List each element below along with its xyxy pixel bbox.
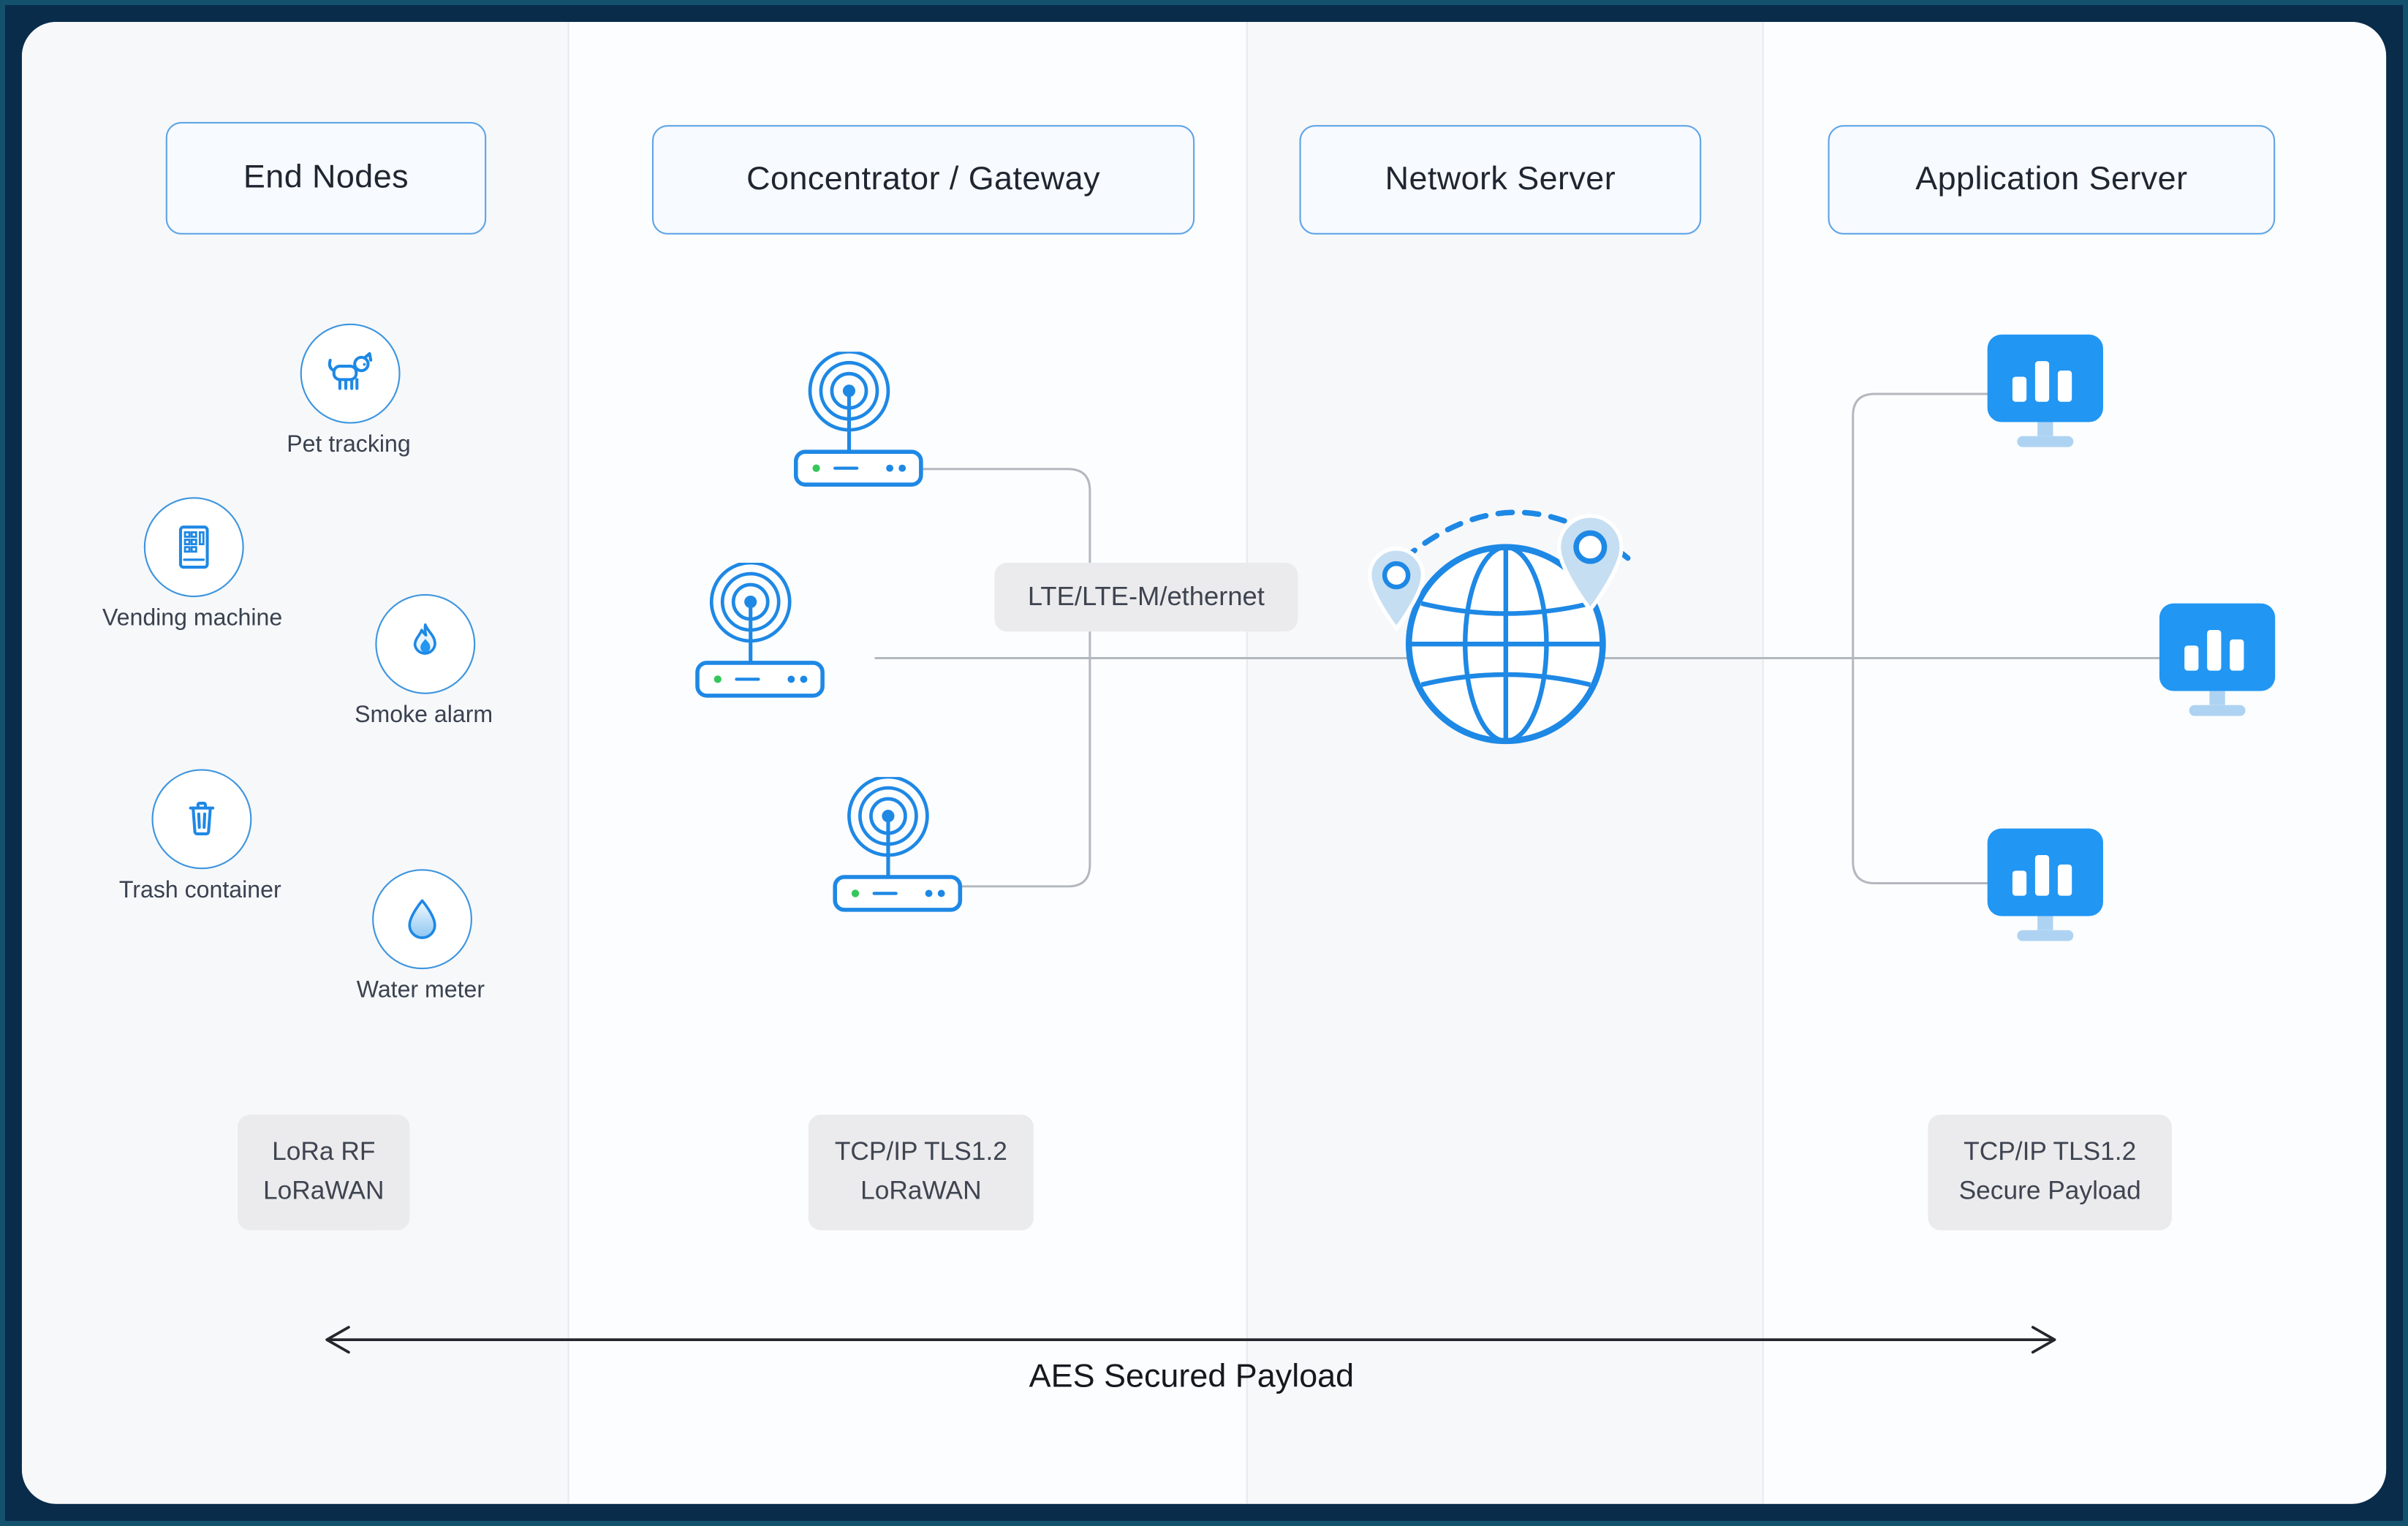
- column-header-end-nodes: End Nodes: [165, 121, 487, 235]
- end-node-label: Trash container: [118, 876, 281, 904]
- end-node-smoke-alarm: [375, 593, 476, 694]
- monitor-bar-chart-icon: [1987, 334, 2103, 447]
- monitor-bar-chart-icon: [1987, 828, 2103, 941]
- column-title: Application Server: [1915, 161, 2188, 197]
- wifi-router-icon: [833, 777, 963, 912]
- protocol-box-gateway: TCP/IP TLS1.2 LoRaWAN: [808, 1115, 1034, 1231]
- flame-icon: [413, 623, 436, 655]
- protocol-line: LoRa RF: [272, 1138, 376, 1167]
- column-divider: [1762, 21, 1764, 1504]
- protocol-box-end-nodes: LoRa RF LoRaWAN: [238, 1115, 410, 1231]
- column-divider: [1246, 21, 1248, 1504]
- diagram-card: End Nodes Concentrator / Gateway Network…: [21, 21, 2387, 1504]
- protocol-line: LoRaWAN: [860, 1177, 982, 1206]
- lte-link-label-text: LTE/LTE-M/ethernet: [1027, 582, 1265, 612]
- protocol-line: TCP/IP TLS1.2: [1964, 1138, 2137, 1167]
- trash-icon: [189, 802, 215, 835]
- end-node-label: Vending machine: [102, 604, 283, 632]
- protocol-box-application: TCP/IP TLS1.2 Secure Payload: [1928, 1115, 2173, 1231]
- aes-arrow-label: AES Secured Payload: [1029, 1358, 1355, 1394]
- wifi-router-icon: [695, 563, 825, 698]
- dashed-coverage-arc: [1381, 509, 1631, 580]
- protocol-line: LoRaWAN: [263, 1177, 385, 1206]
- column-title: Network Server: [1385, 161, 1616, 197]
- dog-icon: [327, 352, 373, 390]
- end-node-trash-container: [151, 769, 252, 870]
- column-bg-application: [1762, 21, 2387, 1504]
- monitor-bar-chart-icon: [2159, 603, 2276, 716]
- end-node-water-meter: [372, 869, 472, 970]
- column-header-gateway: Concentrator / Gateway: [651, 125, 1195, 235]
- end-node-vending-machine: [143, 497, 244, 598]
- lte-link-label: LTE/LTE-M/ethernet: [994, 563, 1298, 632]
- column-bg-gateway: [567, 21, 1246, 1504]
- column-header-network-server: Network Server: [1299, 125, 1702, 235]
- end-node-label: Pet tracking: [287, 431, 411, 458]
- water-drop-icon: [408, 899, 436, 939]
- protocol-line: TCP/IP TLS1.2: [834, 1138, 1007, 1167]
- globe-icon: [1368, 509, 1631, 745]
- column-bg-end-nodes: [21, 21, 568, 1504]
- end-node-label: Smoke alarm: [355, 702, 493, 729]
- end-node-pet-tracking: [300, 323, 401, 424]
- column-bg-network: [1246, 21, 1763, 1504]
- map-pin-right-icon: [1556, 514, 1624, 613]
- column-title: End Nodes: [243, 159, 409, 196]
- end-node-label: Water meter: [356, 976, 485, 1004]
- column-header-application-server: Application Server: [1828, 125, 2276, 235]
- column-divider: [567, 21, 569, 1504]
- wifi-router-icon: [793, 352, 923, 487]
- column-title: Concentrator / Gateway: [746, 161, 1100, 197]
- map-pin-left-icon: [1368, 547, 1426, 632]
- protocol-line: Secure Payload: [1958, 1177, 2141, 1206]
- vending-machine-icon: [178, 525, 209, 569]
